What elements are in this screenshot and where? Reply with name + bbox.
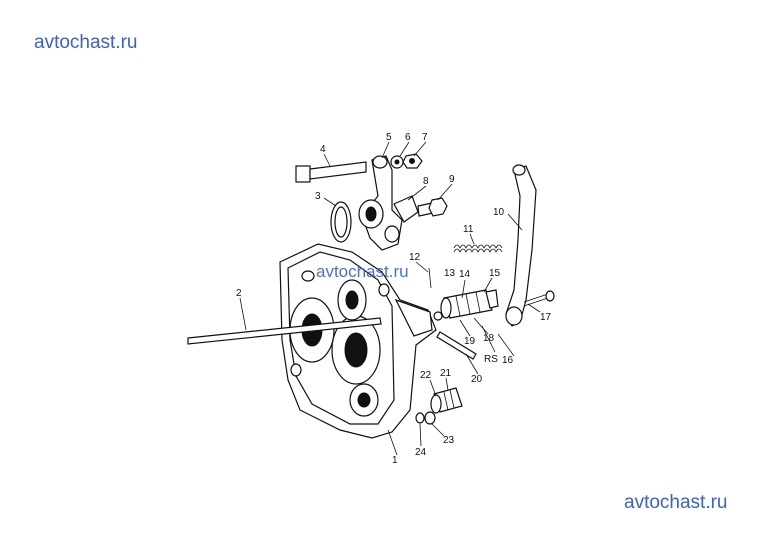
washer-23 xyxy=(424,411,436,425)
label-11: 11 xyxy=(463,224,474,235)
label-24: 24 xyxy=(415,447,427,458)
lever-10 xyxy=(505,164,537,327)
nut-7 xyxy=(402,153,423,169)
label-3: 3 xyxy=(315,191,321,202)
label-16: 16 xyxy=(502,355,514,366)
label-8: 8 xyxy=(423,176,429,187)
label-1: 1 xyxy=(392,455,398,466)
label-12: 12 xyxy=(409,252,421,263)
bolt-4 xyxy=(295,161,367,183)
label-19: 19 xyxy=(464,336,476,347)
label-9: 9 xyxy=(449,174,455,185)
selector-assembly xyxy=(433,289,499,321)
label-rs: RS xyxy=(484,354,498,365)
ring-3 xyxy=(330,201,352,243)
spring-11 xyxy=(453,244,503,253)
part-number-labels: 1 2 3 4 5 6 7 8 9 10 11 12 13 14 15 16 1… xyxy=(236,132,552,466)
screw-17 xyxy=(523,290,555,307)
label-2: 2 xyxy=(236,288,242,299)
label-17: 17 xyxy=(540,312,552,323)
label-10: 10 xyxy=(493,207,505,218)
pin-12 xyxy=(428,267,432,289)
label-22: 22 xyxy=(420,370,432,381)
label-5: 5 xyxy=(386,132,392,143)
label-4: 4 xyxy=(320,144,326,155)
watermark-top: avtochast.ru xyxy=(34,32,138,53)
shaft-rod xyxy=(187,317,382,345)
plug-21 xyxy=(430,387,463,414)
label-6: 6 xyxy=(405,132,411,143)
gearbox-housing xyxy=(279,243,437,439)
watermark-bottom: avtochast.ru xyxy=(624,492,728,513)
label-15: 15 xyxy=(489,268,501,279)
label-21: 21 xyxy=(440,368,452,379)
label-13: 13 xyxy=(444,268,456,279)
washer-6 xyxy=(390,155,404,169)
lever-5 xyxy=(358,155,403,251)
leader-lines xyxy=(239,141,541,456)
label-18: 18 xyxy=(483,333,495,344)
watermark-center: avtochast.ru xyxy=(316,262,409,281)
label-20: 20 xyxy=(471,374,483,385)
bolt-9 xyxy=(417,197,448,217)
label-14: 14 xyxy=(459,269,471,280)
label-23: 23 xyxy=(443,435,455,446)
washer-24 xyxy=(415,412,425,424)
rod-20 xyxy=(436,331,477,360)
label-7: 7 xyxy=(422,132,428,143)
